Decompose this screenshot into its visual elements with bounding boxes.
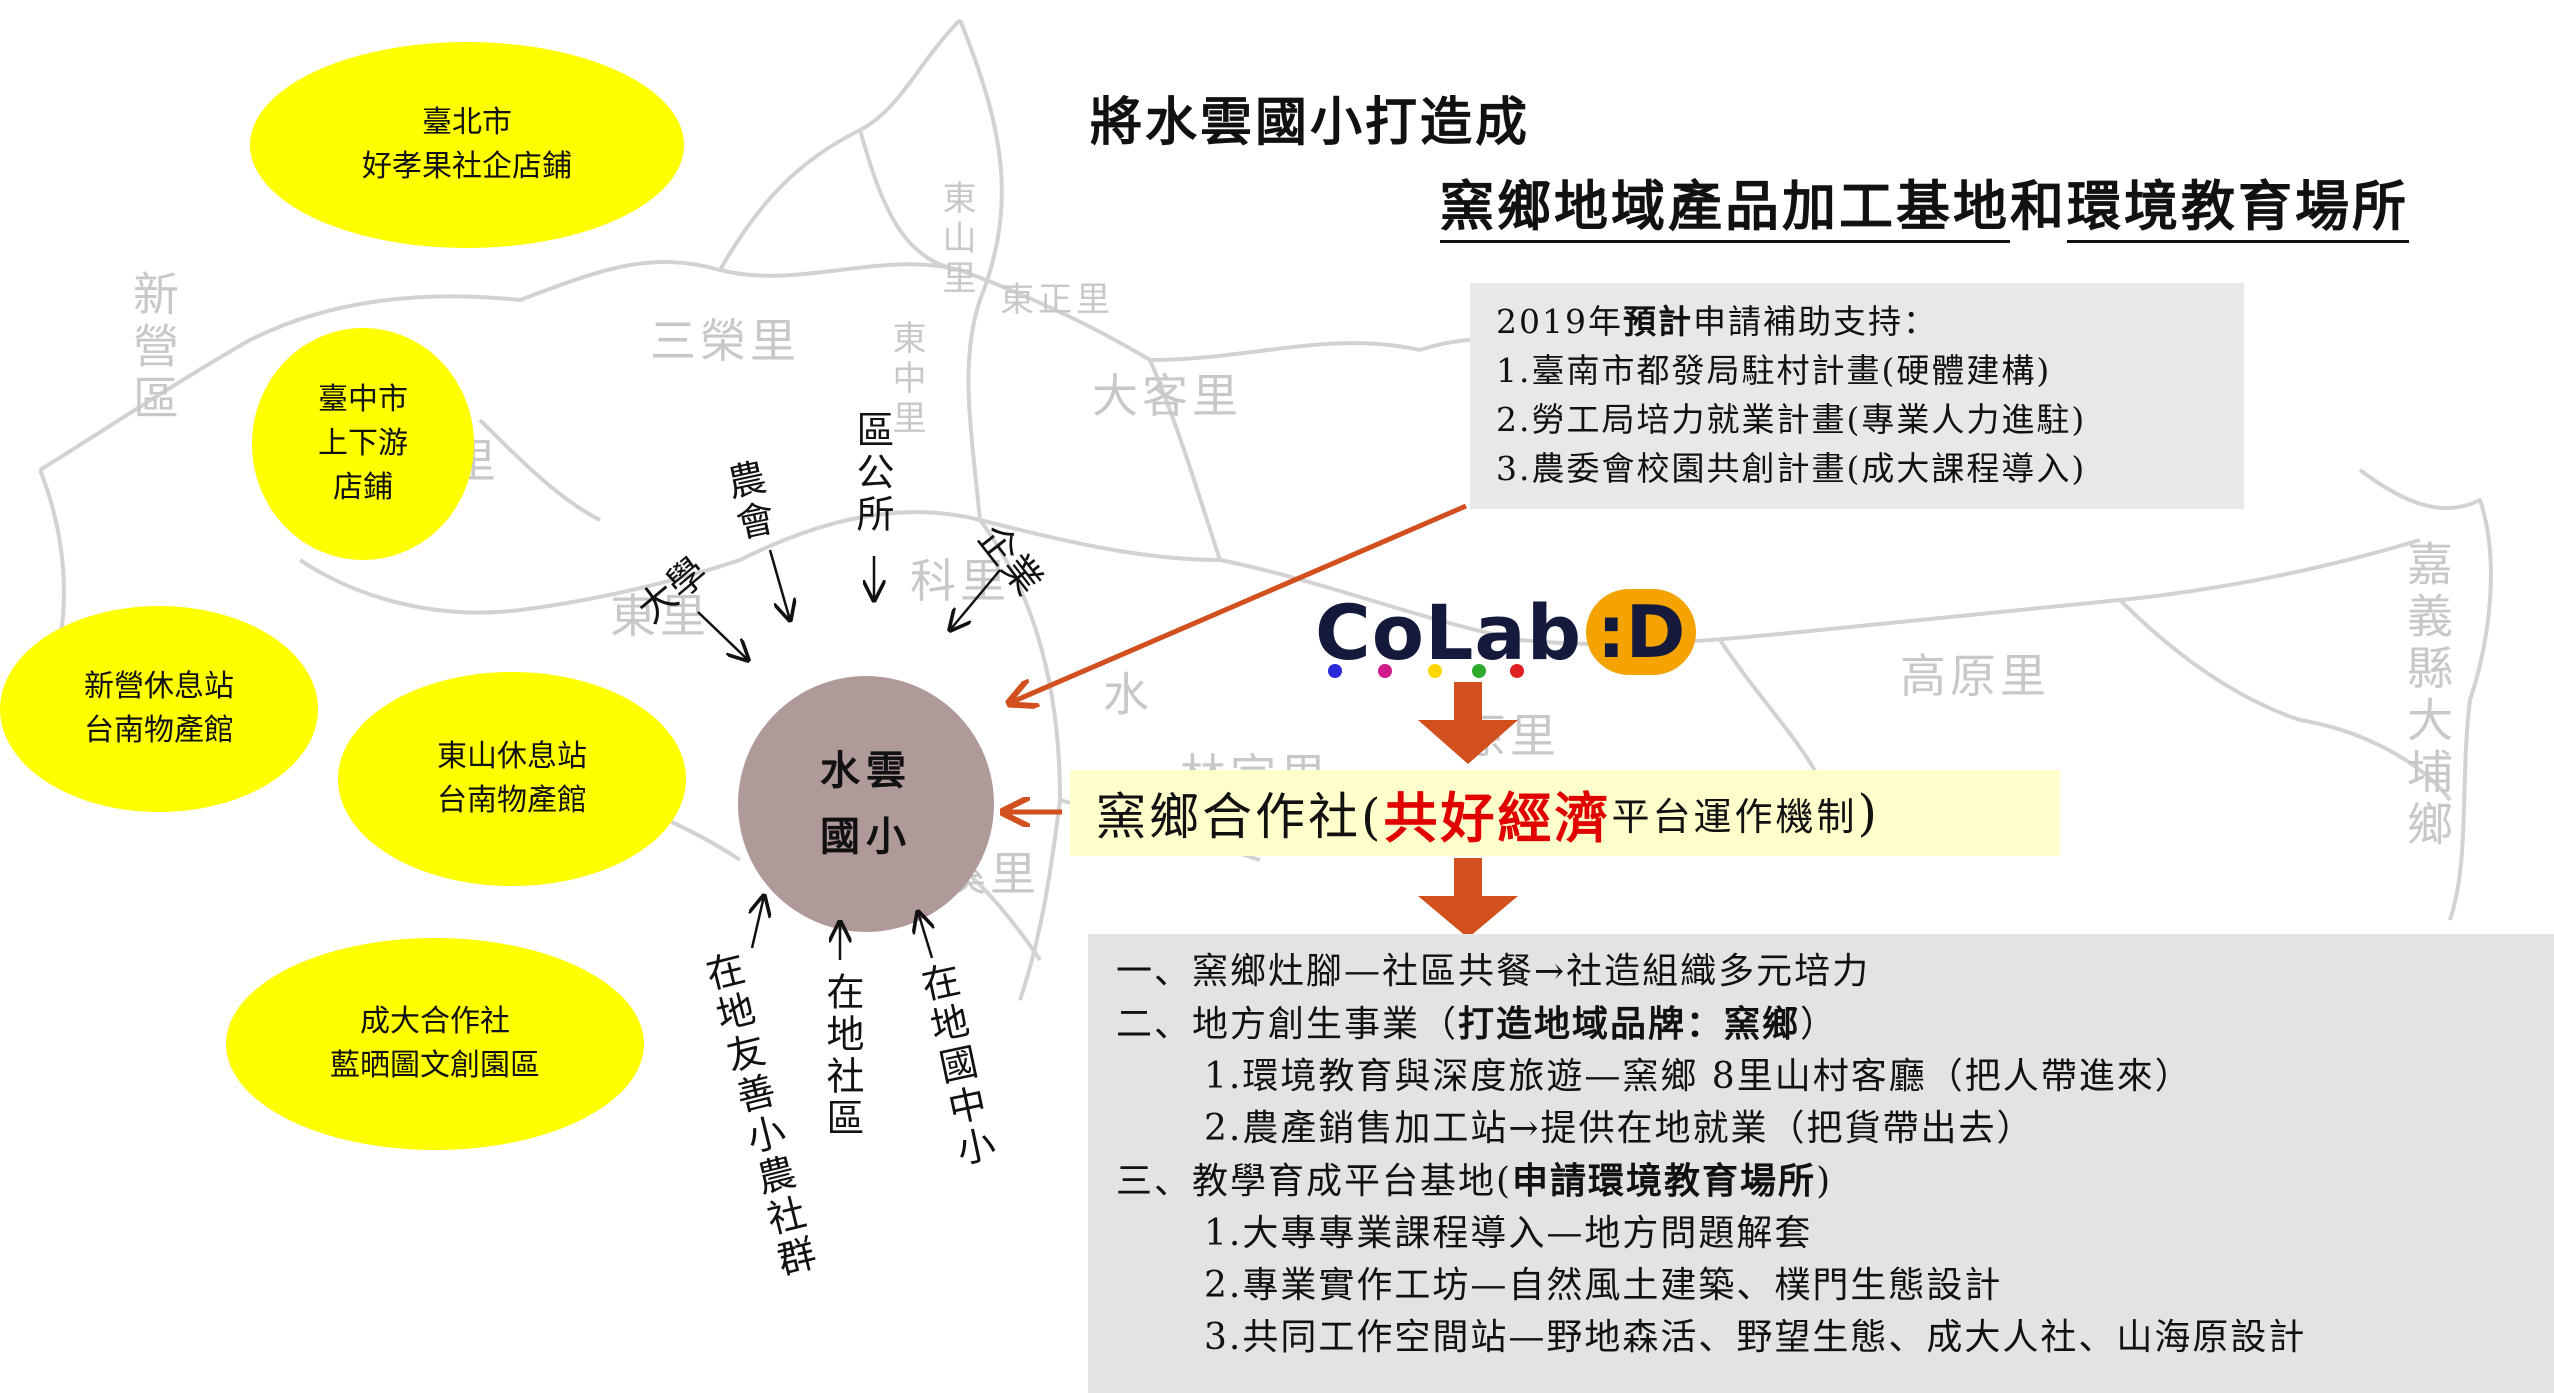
map-label-dongshan: 東山里 [936,180,976,300]
plan-item-2-c: ） [1800,1004,1839,1045]
title-line2-part-b: 和 [2010,174,2067,238]
map-label-sanrong: 三榮里 [650,314,800,368]
colab-logo-text: CoLab [1315,587,1583,677]
partner-taipei-store: 臺北市 好孝果社企店鋪 [250,42,684,248]
title-line2-part-c: 環境教育場所 [2067,174,2409,243]
partner-dongshan-line1: 東山休息站 [437,739,587,774]
center-school-node: 水雲 國小 [738,676,994,932]
partner-xinying-rest-stop: 新營休息站 台南物產館 [0,606,318,812]
arrow-logo-to-coop-head [1418,720,1518,764]
logo-dot-yellow [1428,664,1442,678]
plan-item-2-sub-1: 1.環境教育與深度旅遊—窯鄉 8里山村客廳（把人帶進來） [1204,1056,2193,1097]
center-line1: 水雲 [820,747,912,794]
partner-xinying-line1: 新營休息站 [84,669,234,704]
arrow-support-to-school [1012,503,1467,702]
title-line1: 將水雲國小打造成 [1090,92,1531,153]
partner-xinying-line2: 台南物產館 [84,713,234,748]
plan-item-3-sub-2: 2.專業實作工坊—自然風土建築、樸門生態設計 [1204,1265,2003,1306]
map-label-dake: 大客里 [1092,369,1242,423]
arrow-farmers-assoc [768,549,790,620]
plan-item-2-bold: 打造地域品牌：窯鄉 [1458,1003,1801,1045]
plan-item-3-sub-1: 1.大專專業課程導入—地方問題解套 [1204,1213,1813,1254]
coop-shared-economy: 共好經濟 [1383,785,1612,850]
title-line2: 窯鄉地域產品加工基地和環境教育場所 [1440,162,2409,243]
map-label-shui: 水 [1096,670,1150,722]
colab-logo-badge: :D [1586,589,1697,675]
logo-dot-green [1472,664,1486,678]
coop-name: 窯鄉合作社( [1096,788,1384,846]
partner-chengda-line2: 藍晒圖文創園區 [330,1048,540,1083]
plan-item-2-a: 二、地方創生事業（ [1116,1004,1459,1045]
cooperative-box: 窯鄉合作社(共好經濟平台運作機制) [1070,770,2060,856]
plan-list-box: 一、窯鄉灶腳—社區共餐→社造組織多元培力 二、地方創生事業（打造地域品牌：窯鄉）… [1088,934,2554,1393]
arrow-local-farmers [752,896,764,949]
partner-taichung-line2: 上下游 [318,426,408,461]
support-item-3: 3.農委會校園共創計畫(成大課程導入) [1496,449,2087,488]
partner-chengda-coop: 成大合作社 藍晒圖文創園區 [226,938,644,1150]
title-line2-part-a: 窯鄉地域產品加工基地 [1440,174,2010,243]
support-planned: 預計 [1622,302,1693,341]
coop-mechanism: 平台運作機制 [1611,794,1858,839]
logo-dot-magenta [1378,664,1392,678]
support-item-2: 2.勞工局培力就業計畫(專業人力進駐) [1496,400,2087,439]
partner-taichung-line1: 臺中市 [318,382,408,417]
partner-taichung-line3: 店鋪 [333,470,393,505]
colab-logo: CoLab :D [1315,588,1697,677]
plan-item-2: 二、地方創生事業（打造地域品牌：窯鄉） [1116,998,2554,1051]
partner-taichung-store: 臺中市 上下游 店鋪 [252,328,474,560]
arrow-logo-to-coop-shaft [1454,682,1482,724]
logo-dot-blue [1328,664,1342,678]
support-item-1: 1.臺南市都發局駐村計畫(硬體建構) [1496,351,2052,390]
map-label-dongli: 東里 [610,589,710,643]
map-label-gaoyuan: 高原里 [1900,649,2050,703]
partner-chengda-line1: 成大合作社 [360,1004,510,1039]
logo-dot-red [1510,664,1524,678]
arrow-coop-to-plan-head [1418,896,1518,938]
partner-taipei-line1: 臺北市 [422,105,512,140]
map-label-jiayi: 嘉義縣大埔鄉 [2400,540,2454,852]
plan-item-2-sub-2: 2.農產銷售加工站→提供在地就業（把貨帶出去） [1204,1108,2035,1149]
arrow-university [697,611,748,660]
map-label-dongzhong: 東中里 [886,320,926,440]
support-heading-tail: 申請補助支持： [1692,302,1938,341]
support-heading: 2019年預計申請補助支持： [1496,297,2218,346]
map-label-xinying: 新營區 [126,270,180,426]
plan-item-3: 三、教學育成平台基地(申請環境教育場所) [1116,1155,2554,1208]
coop-close-paren: ) [1857,784,1881,842]
partner-taipei-line2: 好孝果社企店鋪 [362,149,572,184]
partner-dongshan-line2: 台南物產館 [437,783,587,818]
plan-item-3-c: ) [1816,1161,1833,1202]
plan-item-1: 一、窯鄉灶腳—社區共餐→社造組織多元培力 [1116,951,1871,992]
arrow-local-junior-high [918,912,932,959]
stakeholder-local-community: 在地社區 [820,972,864,1140]
partner-dongshan-rest-stop: 東山休息站 台南物產館 [338,672,686,886]
plan-item-3-sub-3: 3.共同工作空間站—野地森活、野望生態、成大人社、山海原設計 [1204,1317,2307,1358]
map-label-dongzheng: 東正里 [1000,280,1114,320]
center-line2: 國小 [820,813,912,860]
plan-item-3-a: 三、教學育成平台基地( [1116,1161,1513,1202]
plan-item-3-bold: 申請環境教育場所 [1512,1160,1817,1202]
support-year: 2019年 [1496,302,1623,341]
funding-support-box: 2019年預計申請補助支持： 1.臺南市都發局駐村計畫(硬體建構) 2.勞工局培… [1470,283,2244,509]
arrow-coop-to-plan-shaft [1454,858,1482,900]
stakeholder-district-office: 區公所 [850,410,894,536]
arrow-enterprise [950,569,1001,630]
